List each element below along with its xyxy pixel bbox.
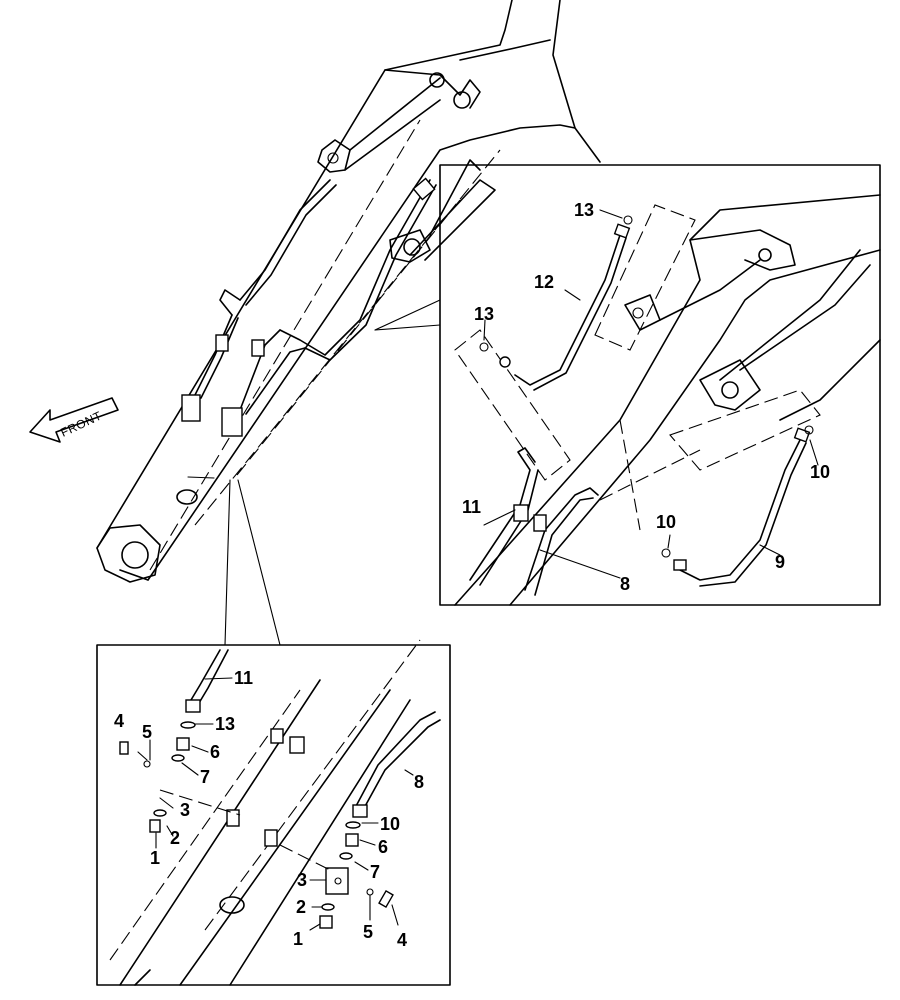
callout-10: 10	[810, 462, 830, 482]
callout-3: 3	[180, 800, 190, 820]
callout-11: 11	[234, 668, 253, 688]
callout-4: 4	[397, 930, 407, 950]
callout-2: 2	[170, 828, 180, 848]
main-boom-view: FRONT	[29, 0, 601, 646]
callout-5: 5	[363, 922, 373, 942]
callout-8: 8	[620, 574, 630, 594]
detail-box-lower-left	[96, 639, 451, 986]
callout-6: 6	[378, 837, 388, 857]
callout-1: 1	[150, 848, 160, 868]
callout-7: 7	[370, 862, 380, 882]
callout-13: 13	[574, 200, 594, 220]
callout-6: 6	[210, 742, 220, 762]
callout-13: 13	[474, 304, 494, 324]
callout-12: 12	[534, 272, 554, 292]
front-arrow-icon	[29, 397, 119, 443]
callout-10: 10	[380, 814, 400, 834]
callout-5: 5	[142, 722, 152, 742]
callout-7: 7	[200, 767, 210, 787]
callout-9: 9	[775, 552, 785, 572]
callout-10: 10	[656, 512, 676, 532]
callout-11: 11	[462, 497, 481, 517]
detail-box-upper-right	[439, 164, 881, 606]
callout-labels: 13 12 13 11 8 10 9 10 11 13 6 7 4 5 3 2 …	[114, 200, 830, 950]
callout-4: 4	[114, 711, 124, 731]
callout-13: 13	[215, 714, 235, 734]
front-direction-label: FRONT	[58, 408, 104, 439]
callout-3: 3	[297, 870, 307, 890]
callout-1: 1	[293, 929, 303, 949]
callout-8: 8	[414, 772, 424, 792]
callout-2: 2	[296, 897, 306, 917]
